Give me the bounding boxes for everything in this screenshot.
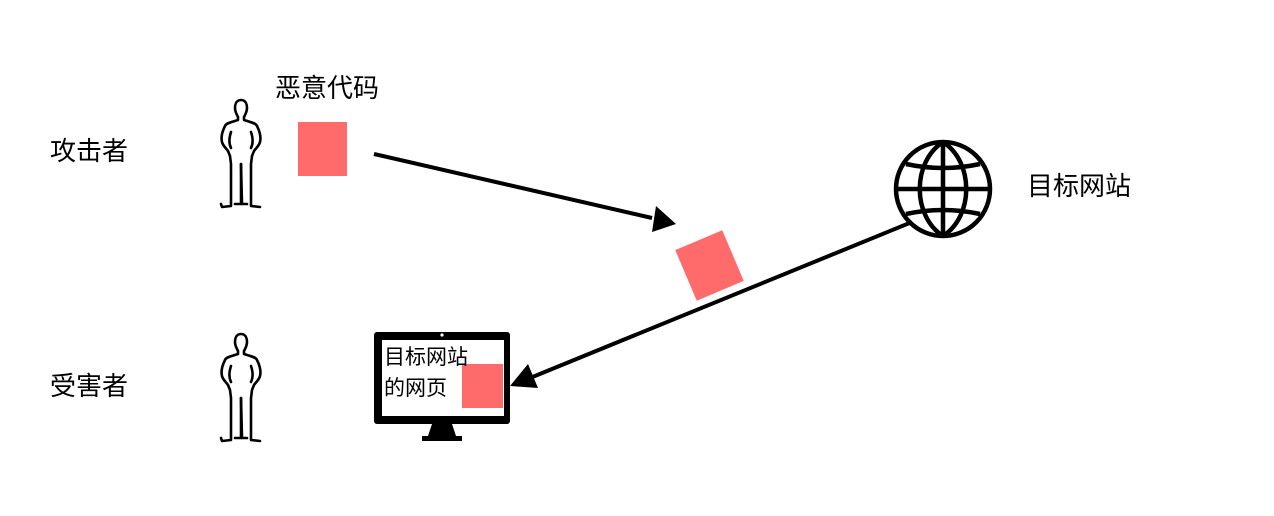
victim-label: 受害者 [50,372,129,402]
embedded-code-block [462,364,503,408]
arrow-site-to-victim [510,220,913,388]
attacker-person-icon [219,98,262,209]
malicious-code-label: 恶意代码 [275,74,380,104]
attacker-label: 攻击者 [50,137,129,167]
screen-text-line1: 目标网站 [384,345,468,369]
arrow-attacker-to-site [373,152,676,232]
victim-person-icon [219,332,262,443]
screen-text-line2: 的网页 [384,376,447,400]
target-site-label: 目标网站 [1027,172,1132,202]
malicious-code-block [298,122,347,176]
globe-icon [893,139,993,239]
